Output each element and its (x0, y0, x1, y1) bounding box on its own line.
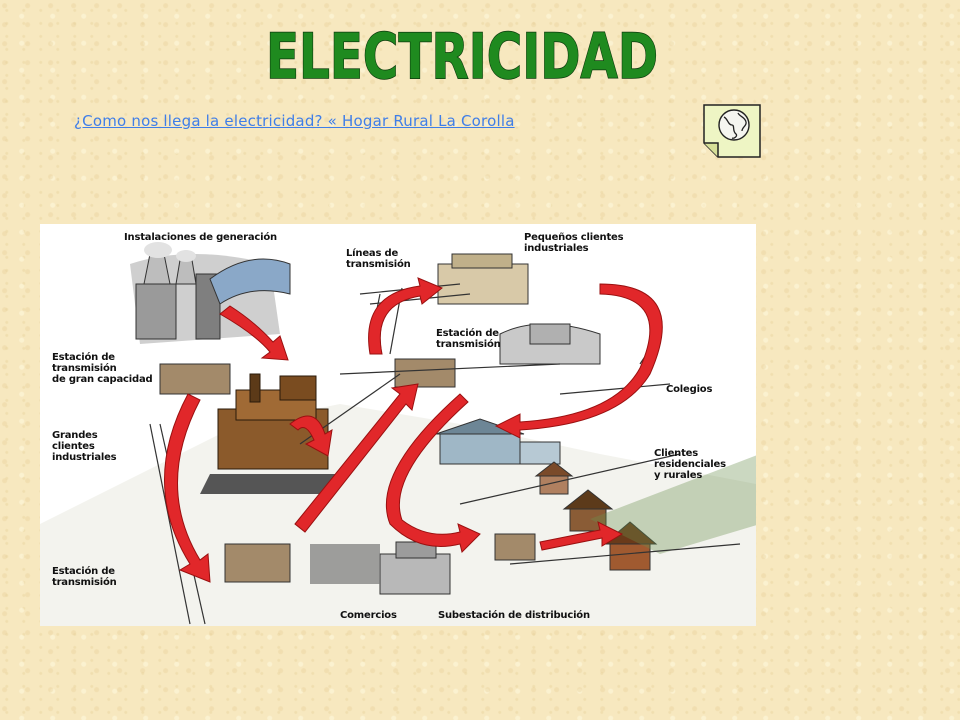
globe-page-icon[interactable] (702, 103, 762, 159)
high-capacity-station (159, 363, 231, 395)
label-generation: Instalaciones de generación (124, 232, 277, 243)
page-title: ELECTRICIDAD (265, 19, 659, 94)
school-buildings (435, 418, 561, 465)
distribution-substation (494, 533, 536, 561)
transmission-station-bottom (224, 543, 291, 583)
source-link[interactable]: ¿Como nos llega la electricidad? « Hogar… (74, 112, 515, 130)
residential-houses (534, 455, 756, 571)
label-transmission-lines: Líneas de transmisión (346, 248, 411, 270)
label-transmission-station-top: Estación de transmisión (436, 328, 501, 350)
flow-arrows (164, 277, 663, 583)
transmission-station-top (394, 358, 456, 388)
page-title-text: ELECTRICIDAD (266, 20, 658, 93)
label-commerce: Comercios (340, 610, 397, 621)
label-residential: Clientes residenciales y rurales (654, 448, 726, 481)
label-transmission-station-bottom: Estación de transmisión (52, 566, 117, 588)
commercial-buildings (310, 541, 451, 595)
label-large-industrial: Grandes clientes industriales (52, 430, 117, 463)
label-high-capacity-station: Estación de transmisión de gran capacida… (52, 352, 153, 385)
label-distribution-substation: Subestación de distribución (438, 610, 590, 621)
label-small-industrial: Pequeños clientes industriales (524, 232, 624, 254)
electricity-distribution-diagram: Instalaciones de generación Líneas de tr… (40, 224, 756, 626)
generation-plant (135, 242, 291, 340)
small-industrial-buildings (437, 253, 601, 365)
label-schools: Colegios (666, 384, 713, 395)
